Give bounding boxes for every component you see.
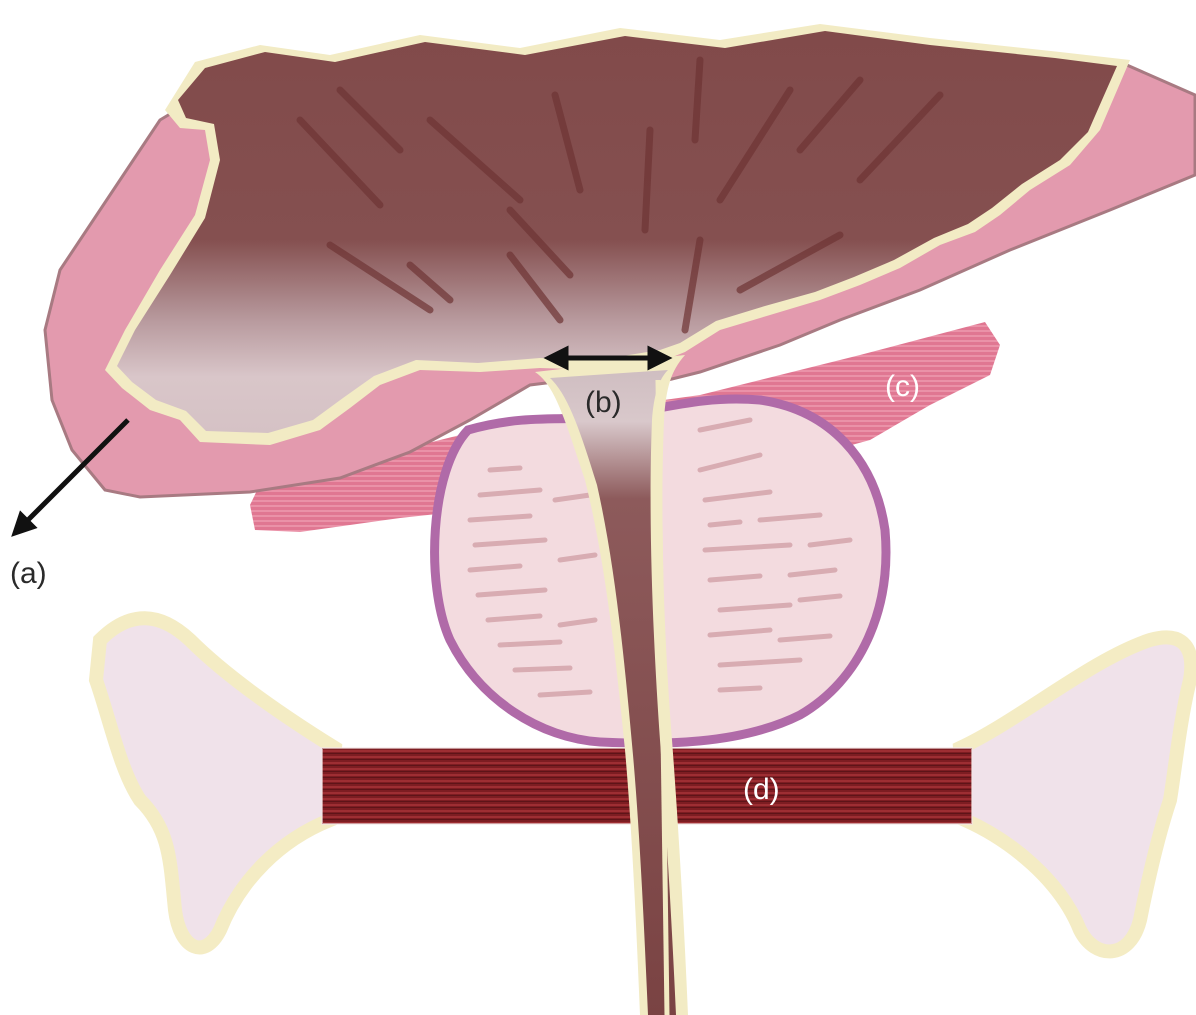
pelvic-bone-left (96, 618, 335, 947)
label-a: (a) (10, 557, 47, 590)
label-b: (b) (585, 386, 622, 419)
label-d: (d) (743, 773, 780, 806)
label-c: (c) (885, 370, 920, 403)
pelvic-bone-right (960, 637, 1191, 951)
